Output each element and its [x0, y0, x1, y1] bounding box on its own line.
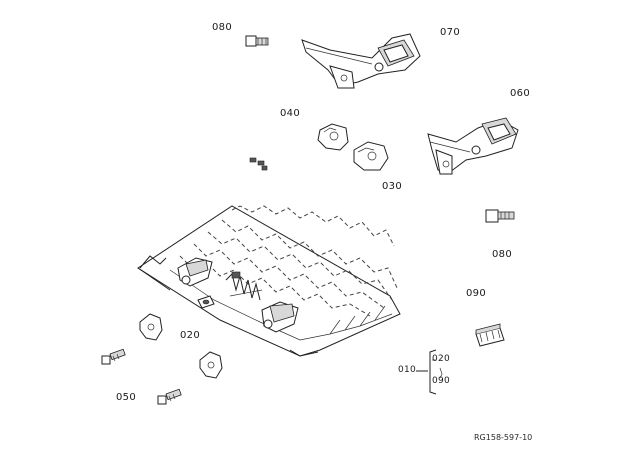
part-020-clip-lower	[199, 351, 223, 379]
part-030-clip	[353, 141, 389, 171]
part-050-screw-upper	[101, 348, 126, 365]
label-080-top: 080	[212, 22, 232, 33]
part-080-bolt-right	[485, 209, 515, 223]
part-090-guide-block	[475, 323, 505, 347]
label-050: 050	[116, 392, 136, 403]
kit-label-010: 010	[398, 365, 417, 375]
kit-bracket	[416, 349, 443, 395]
part-020-clip-upper	[139, 313, 163, 341]
kit-item-020: 020	[432, 354, 451, 364]
part-080-bolt-top	[245, 35, 269, 47]
label-090: 090	[466, 288, 486, 299]
reference-code: RG158-597-10	[474, 433, 533, 442]
label-020: 020	[180, 330, 200, 341]
label-040: 040	[280, 108, 300, 119]
kit-item-090: 090	[432, 376, 451, 386]
part-050-screw-lower	[157, 388, 182, 405]
small-pin-part	[249, 157, 268, 171]
rack-mounted-holder-right	[261, 301, 299, 333]
rack-small-tab	[197, 295, 215, 309]
dish-basket-rack	[137, 205, 401, 357]
part-040-clip	[317, 123, 349, 151]
label-030: 030	[382, 181, 402, 192]
part-060-lever-bracket	[427, 117, 519, 175]
rack-mounted-holder-left	[177, 257, 213, 287]
label-060: 060	[510, 88, 530, 99]
part-070-lever-bracket	[301, 33, 421, 89]
label-080-right: 080	[492, 249, 512, 260]
label-070: 070	[440, 27, 460, 38]
rack-spring-center	[225, 271, 263, 301]
